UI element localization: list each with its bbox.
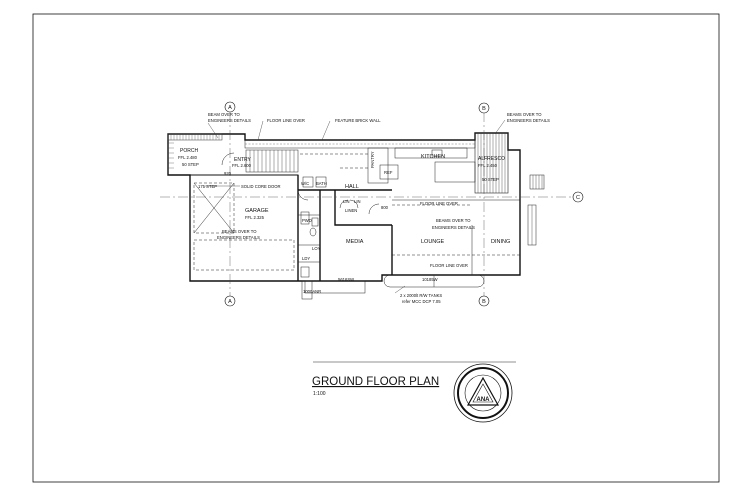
room-loy: LOY: [312, 246, 321, 251]
note-beams-over-right-2: ENGINEERS DETAILS: [507, 118, 550, 123]
room-linen: LINEN: [345, 208, 357, 213]
room-lin-2: LIN: [354, 199, 361, 204]
room-lin-1: LIN: [343, 199, 350, 204]
room-pwd: PWD: [302, 218, 312, 223]
room-garage-ffl: FFL 2.325: [245, 215, 265, 220]
note-floor-line-over-mid: FLOOR LINE OVER: [420, 201, 458, 206]
note-feature-brick-wall: FEATURE BRICK WALL: [335, 118, 381, 123]
note-beams-over-garage-2: ENGINEERS DETAILS: [217, 235, 260, 240]
plan-title: GROUND FLOOR PLAN: [312, 376, 439, 388]
feature-brick-wall: [244, 139, 476, 149]
room-bath: BATH: [316, 181, 327, 186]
note-floor-line-over-bottom: FLOOR LINE OVER: [430, 263, 468, 268]
garage-area: [189, 174, 299, 282]
annotations: BEAM OVER TO ENGINEERS DETAILS FLOOR LIN…: [178, 112, 550, 304]
room-pantry: PANTRY: [370, 151, 375, 168]
company-stamp: ANA: [453, 363, 513, 423]
dim-920: 920: [224, 171, 232, 176]
dim-linen: 800: [381, 205, 389, 210]
dim-left-edge: 1000ANR: [303, 289, 321, 294]
note-tanks-2: refer MCC DCP 7.05: [402, 299, 441, 304]
room-ref: REF: [384, 170, 393, 175]
grid-marker-b-top-label: B: [482, 106, 486, 112]
grid-marker-a-top-label: A: [228, 105, 232, 111]
note-solid-core-door: SOLID CORE DOOR: [241, 184, 281, 189]
room-alfresco-ffl: FFL 2.450: [478, 163, 498, 168]
room-porch: PORCH: [180, 148, 198, 154]
note-beams-over-mid-2: ENGINEERS DETAILS: [432, 225, 475, 230]
grid-marker-c: [572, 191, 584, 203]
note-beam-over-left-1: BEAM OVER TO: [208, 112, 240, 117]
kitchen-island: [434, 161, 476, 183]
floor-plan: A A B B C: [160, 101, 584, 307]
grid-marker-a-top: [224, 101, 236, 113]
room-dining: DINING: [491, 239, 510, 245]
room-entry: ENTRY: [234, 157, 252, 163]
note-tanks-1: 2 x 2000lt R/W TANKS: [400, 293, 442, 298]
plan-scale: 1:100: [313, 391, 326, 397]
room-wc: W/C: [301, 181, 309, 186]
note-floor-line-over-top: FLOOR LINE OVER: [267, 118, 305, 123]
note-alfresco-step: 50 STEP: [482, 177, 499, 182]
dim-left-bottom: 5616SW: [338, 277, 354, 282]
note-beams-over-garage-1: BEAMS OVER TO: [222, 229, 257, 234]
grid-marker-b-bottom-label: B: [482, 299, 486, 305]
grid-marker-a-bottom-label: A: [228, 299, 232, 305]
note-beams-over-right-1: BEAMS OVER TO: [507, 112, 542, 117]
room-alfresco: ALFRESCO: [478, 156, 505, 162]
grid-marker-b-top: [478, 102, 490, 114]
grid-marker-a-bottom: [224, 295, 236, 307]
room-garage: GARAGE: [245, 208, 269, 214]
grid-marker-b-bottom: [478, 295, 490, 307]
grid-marker-c-label: C: [576, 195, 580, 201]
room-ldy: LDY: [302, 256, 310, 261]
stamp-label: ANA: [477, 397, 491, 403]
note-garage-step: 175 STEP: [198, 184, 217, 189]
note-beams-over-mid-1: BEAMS OVER TO: [436, 218, 471, 223]
sheet-border: [32, 13, 720, 483]
room-hall: HALL: [345, 184, 359, 190]
room-kitchen: KITCHEN: [421, 154, 445, 160]
note-porch-step: 50 STEP: [182, 162, 199, 167]
dim-mid-bottom: 10185W: [422, 277, 438, 282]
room-media: MEDIA: [346, 239, 364, 245]
room-entry-ffl: FFL 2.600: [232, 163, 252, 168]
pantry-outline: [367, 147, 389, 184]
room-porch-ffl: FFL 2.480: [178, 155, 198, 160]
room-lounge: LOUNGE: [421, 239, 445, 245]
note-beam-over-left-2: ENGINEERS DETAILS: [208, 118, 251, 123]
